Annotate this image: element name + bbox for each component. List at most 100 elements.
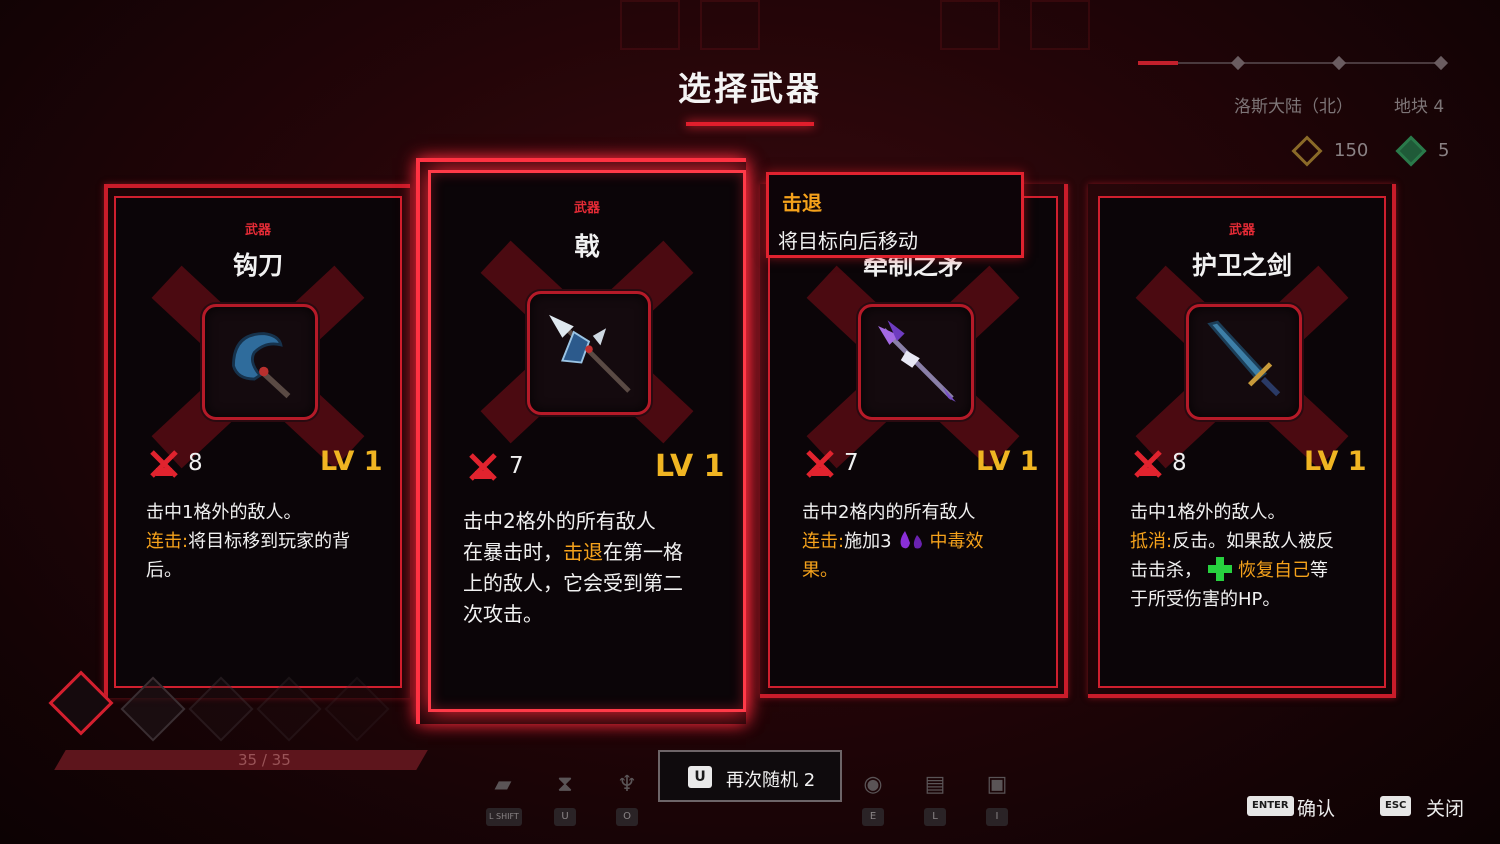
level-label: LV 1 (976, 446, 1039, 477)
desc-line: 击中2格外的所有敌人 (463, 509, 656, 533)
card-frame-selected (416, 158, 746, 724)
confirm-key: ENTER (1247, 796, 1294, 816)
desc-line: 次攻击。 (463, 602, 543, 626)
weapon-card-guard-sword[interactable]: 武器 护卫之剑 8 LV 1 击中1格外的敌人。 抵消:反击。如果敌人被反 击击… (1098, 196, 1386, 688)
log-tool[interactable]: ▤ L (912, 766, 958, 826)
skill-tool[interactable]: ♆ O (604, 766, 650, 826)
desc-text: 等 (1310, 560, 1328, 581)
dash-tool[interactable]: ▰ L SHIFT (480, 766, 526, 826)
hp-text: 35 / 35 (238, 751, 291, 769)
weapon-icon-box (527, 291, 651, 415)
key-hint: U (688, 766, 712, 788)
background-glyph (1030, 0, 1090, 50)
sword-icon (1207, 320, 1281, 397)
halberd-icon (549, 314, 631, 393)
progress-fill (1138, 61, 1178, 65)
page-title: 选择武器 (678, 69, 822, 108)
tooltip-title: 击退 (782, 191, 822, 215)
desc-line: 击击杀， 恢复自己等 (1130, 556, 1382, 585)
confirm-button[interactable]: 确认 (1297, 798, 1336, 820)
weapon-icon-box (202, 304, 318, 420)
desc-line: 击中1格外的敌人。 (1130, 502, 1286, 523)
desc-line: 后。 (146, 560, 182, 581)
close-key: ESC (1380, 796, 1412, 816)
desc-line: 击中1格外的敌人。 (146, 502, 302, 523)
wait-tool[interactable]: ⧗ U (542, 766, 588, 826)
background-glyph (620, 0, 680, 50)
region-name: 洛斯大陆（北） (1234, 97, 1353, 117)
card-name: 钩刀 (232, 251, 283, 280)
card-tag: 武器 (573, 201, 600, 216)
key-hint: E (862, 808, 884, 826)
key-hint: U (554, 808, 576, 826)
background-glyph (940, 0, 1000, 50)
card-description: 击中1格外的敌人。 抵消:反击。如果敌人被反 击击杀， 恢复自己等 于所受伤害的H… (1130, 498, 1382, 614)
keyword-heal[interactable]: 恢复自己 (1238, 560, 1310, 581)
desc-line: 于所受伤害的HP。 (1130, 589, 1281, 610)
card-frame (760, 184, 1068, 698)
damage-value: 7 (844, 450, 859, 476)
card-name: 戟 (574, 232, 600, 261)
card-description: 击中2格外的所有敌人 在暴击时，击退在第一格 上的敌人，它会受到第二 次攻击。 (463, 506, 733, 630)
card-tag: 武器 (244, 223, 271, 238)
inventory-tool[interactable]: ▣ I (974, 766, 1020, 826)
keyword-poison[interactable]: 中毒效 (929, 531, 984, 552)
keyword-knockback[interactable]: 击退 (563, 540, 603, 564)
card-tag: 武器 (1228, 223, 1255, 238)
weapon-icon-box (858, 304, 974, 420)
gold-count: 150 (1334, 140, 1369, 161)
damage-icon (1134, 450, 1162, 478)
hourglass-icon: ⧗ (557, 772, 573, 797)
keyword-tooltip: 击退 将目标向后移动 (766, 172, 1024, 258)
weapon-icon-box (1186, 304, 1302, 420)
weapon-card-sickle[interactable]: 武器 钩刀 8 LV 1 击中1格外的敌人。 连击:将目标移到玩家的背 后。 (114, 196, 402, 688)
damage-value: 7 (509, 453, 524, 479)
block-label: 地块 4 (1394, 97, 1445, 117)
card-description: 击中2格内的所有敌人 连击:施加3 中毒效 果。 (802, 498, 1052, 585)
level-label: LV 1 (320, 446, 383, 477)
gem-icon (1395, 135, 1427, 167)
damage-icon (469, 453, 497, 481)
spear-icon (878, 320, 956, 402)
key-hint: I (986, 808, 1008, 826)
desc-text: 反击。如果敌人被反 (1172, 531, 1335, 552)
tooltip-text: 将目标向后移动 (778, 229, 918, 253)
desc-line: 击中2格内的所有敌人 (802, 502, 976, 523)
desc-line: 抵消:反击。如果敌人被反 (1130, 527, 1382, 556)
weapon-card-halberd[interactable]: 武器 戟 7 LV 1 击中2格外的所有敌人 在暴击时，击退在第一格 上的敌人，… (428, 170, 746, 712)
damage-value: 8 (1172, 450, 1187, 476)
gold-icon (1291, 135, 1323, 167)
boot-icon: ▰ (494, 772, 512, 797)
level-label: LV 1 (655, 449, 725, 484)
desc-line: 连击:将目标移到玩家的背 (146, 527, 386, 556)
level-label: LV 1 (1304, 446, 1367, 477)
key-hint: O (616, 808, 638, 826)
background-glyph (700, 0, 760, 50)
reroll-button[interactable]: U 再次随机 2 (658, 750, 842, 802)
damage-value: 8 (188, 450, 203, 476)
damage-icon (150, 450, 178, 478)
card-description: 击中1格外的敌人。 连击:将目标移到玩家的背 后。 (146, 498, 386, 585)
keyword-counter: 抵消: (1130, 531, 1173, 552)
keyword-combo: 连击: (146, 531, 189, 552)
progress-track (1138, 62, 1442, 64)
reroll-label: 再次随机 2 (726, 770, 816, 791)
card-frame (104, 184, 410, 698)
desc-text: 施加3 (844, 531, 892, 552)
close-button[interactable]: 关闭 (1426, 798, 1465, 820)
heal-icon (1208, 557, 1232, 581)
desc-text: 击击杀， (1130, 560, 1202, 581)
damage-icon (806, 450, 834, 478)
desc-line: 果。 (802, 560, 838, 581)
key-hint: L (924, 808, 946, 826)
candle-icon: ♆ (617, 772, 637, 797)
desc-line: 上的敌人，它会受到第二 (463, 571, 683, 595)
card-frame (1088, 184, 1396, 698)
card-name: 护卫之剑 (1191, 251, 1292, 280)
eye-icon: ◉ (863, 772, 883, 797)
view-tool[interactable]: ◉ E (850, 766, 896, 826)
gem-count: 5 (1438, 140, 1450, 161)
poison-icon (900, 531, 922, 549)
keyword-combo: 连击: (802, 531, 845, 552)
